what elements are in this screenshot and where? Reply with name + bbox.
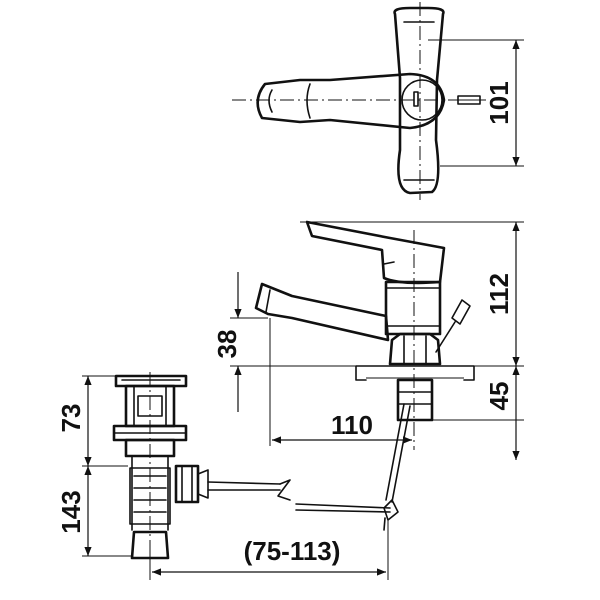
front-view-linkage — [385, 403, 411, 503]
front-view: 112 45 38 110 — [212, 220, 524, 531]
drain-bottom — [130, 530, 170, 560]
dim-label-38: 38 — [212, 330, 242, 359]
dim-label-101: 101 — [484, 81, 514, 124]
top-view: 101 — [232, 2, 524, 200]
drain-lock-nut — [112, 424, 188, 442]
drain-pivot-nut — [174, 464, 200, 504]
drain-flange — [114, 374, 188, 388]
front-view-spout — [254, 282, 390, 342]
front-view-lever — [305, 220, 446, 285]
dim-label-45: 45 — [484, 382, 514, 411]
top-view-handle-body — [393, 6, 445, 195]
top-view-spout — [256, 72, 446, 130]
dim-label-143: 143 — [56, 490, 86, 533]
dim-label-112: 112 — [484, 273, 514, 315]
drain-pivot-rod — [207, 481, 281, 491]
dim-label-73: 73 — [56, 404, 86, 433]
front-view-deck — [355, 365, 475, 381]
drain-assembly: 73 143 (75-113) — [56, 372, 391, 580]
dim-label-110: 110 — [331, 410, 373, 440]
front-view-hex-base — [388, 332, 442, 366]
dim-label-75-113: (75-113) — [244, 536, 341, 566]
front-view-shank — [396, 378, 434, 422]
front-view-popup-rod — [435, 299, 471, 353]
